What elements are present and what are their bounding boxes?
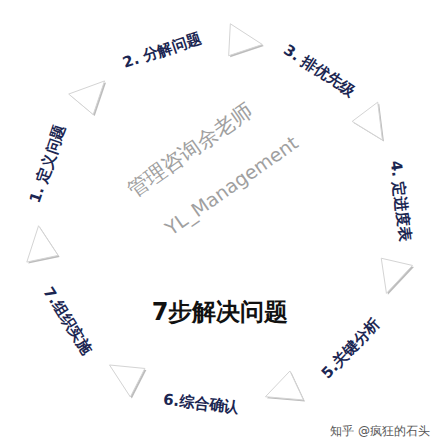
segment-fill	[107, 348, 293, 434]
flow-arrow	[229, 24, 264, 57]
step-label: 2. 分解问题	[121, 30, 204, 72]
segment-fill	[7, 70, 114, 247]
segment-fill	[271, 267, 422, 421]
ring-segment: 7.组织实施	[7, 238, 142, 403]
segment-fill	[241, 10, 401, 141]
flow-arrow	[265, 371, 305, 402]
segment-fill	[347, 108, 433, 287]
ring-segment: 6.综合确认	[106, 347, 294, 435]
shadow	[184, 280, 280, 292]
flow-arrow	[27, 226, 60, 264]
ring-segment: 4. 定进度表	[346, 107, 434, 288]
segment-fill	[69, 8, 249, 115]
segment-shape	[68, 7, 251, 116]
flow-arrow	[110, 365, 147, 398]
flow-arrow	[381, 258, 414, 295]
center-circle	[70, 71, 370, 371]
flow-arrow	[69, 81, 106, 116]
segment-fill	[9, 239, 141, 401]
segment-shape	[106, 347, 294, 435]
step-label: 5.关键分析	[318, 316, 383, 383]
step-label: 3. 排优先级	[280, 41, 358, 100]
flow-arrow	[352, 102, 384, 141]
step-label: 4. 定进度表	[387, 159, 414, 242]
diagram-title: 7步解决问题	[152, 299, 289, 327]
credit-note: 知乎 @疯狂的石头	[330, 425, 430, 439]
question-dot	[201, 243, 223, 265]
ring-segment: 1. 定义问题	[6, 69, 115, 248]
step-label: 7.组织实施	[39, 284, 94, 357]
step-label: 6.综合确认	[162, 391, 240, 416]
segment-shape	[6, 69, 115, 248]
ring-segment: 5.关键分析	[270, 266, 424, 423]
step-label: 1. 定义问题	[27, 123, 70, 206]
ring-segment: 2. 分解问题	[68, 7, 251, 116]
ring-segment: 3. 排优先级	[239, 9, 402, 143]
